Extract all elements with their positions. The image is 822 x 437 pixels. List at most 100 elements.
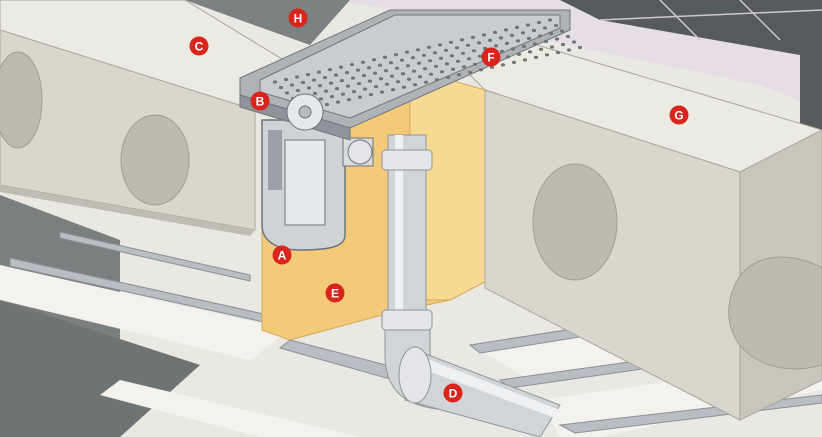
grate-hole (438, 56, 444, 60)
grate-hole (559, 29, 565, 33)
callout-c-marker (189, 36, 209, 56)
callout-b: B (250, 91, 270, 111)
grate-hole (372, 71, 378, 75)
joist-right-hole-edge (728, 256, 822, 370)
floor-board (100, 380, 360, 437)
grate-hole (311, 78, 317, 82)
grate-hole (461, 65, 467, 69)
grate-hole (444, 62, 450, 66)
grate-hole (377, 63, 383, 67)
grate-hole (543, 39, 549, 44)
grate-hole (306, 86, 312, 90)
grate-hole (340, 92, 346, 96)
grate-hole (411, 69, 417, 73)
tile-grout (739, 0, 781, 41)
grate-hole (289, 83, 295, 87)
grate-hole (394, 66, 400, 70)
grate-hole (466, 57, 472, 61)
grate-hole (300, 80, 306, 85)
grate-hole (449, 54, 455, 58)
grate-hole (525, 23, 531, 27)
grate-hole (294, 75, 300, 79)
grate-hole (531, 28, 537, 33)
drain-channel (239, 9, 583, 141)
grate-hole (520, 31, 526, 35)
grate-hole (366, 66, 372, 70)
grate-hole (460, 51, 466, 55)
grate-hole (312, 91, 318, 96)
grate-hole (333, 73, 339, 77)
grate-hole (450, 67, 456, 71)
grate-hole (544, 53, 550, 57)
callout-h: H (288, 8, 308, 28)
grate-hole (371, 58, 377, 62)
grate-hole (448, 40, 454, 44)
callout-a-marker (272, 245, 292, 265)
grate-hole (472, 62, 478, 66)
grate-hole (412, 83, 418, 87)
joist-left-underside (0, 185, 255, 236)
joist-right-hole (532, 163, 618, 281)
grate-hole (526, 36, 532, 41)
grate-hole (548, 31, 554, 36)
callout-b-marker (250, 91, 270, 111)
grate-hole (504, 41, 510, 46)
grate-hole (489, 65, 495, 69)
grate-hole (357, 95, 363, 99)
grate-hole (423, 80, 429, 84)
grate-hole (349, 63, 355, 67)
callout-g-marker (669, 105, 689, 125)
grate-hole (345, 84, 351, 88)
pipe-vertical-highlight (395, 135, 403, 350)
callout-d-marker (443, 383, 463, 403)
grate-hole (317, 84, 323, 88)
trap-cutaway (268, 130, 282, 190)
grate-hole (384, 82, 390, 86)
joist-left-hole-edge (0, 51, 43, 149)
callouts: A B C D E F G H (189, 8, 689, 403)
tile-grout (659, 0, 701, 41)
callout-c: C (189, 36, 209, 56)
pipe-joint (398, 346, 432, 404)
trap-strainer-center (298, 105, 312, 119)
grate-hole (367, 79, 373, 83)
grate-hole (537, 34, 543, 38)
grate-holes (272, 18, 583, 112)
grate-hole (532, 42, 538, 46)
callout-a: A (272, 245, 292, 265)
grate-hole (553, 23, 559, 28)
grate-hole (422, 67, 428, 71)
tile-grout (599, 9, 822, 21)
callout-g-label: G (674, 109, 683, 123)
callout-e-label: E (331, 287, 339, 301)
trap-inner (284, 139, 326, 226)
callout-e-marker (325, 283, 345, 303)
grate-hole (401, 85, 407, 89)
grate-hole (318, 97, 324, 101)
grate-hole (368, 93, 374, 97)
grate-hole (426, 45, 432, 49)
callout-g: G (669, 105, 689, 125)
top-tile-strip (185, 0, 350, 45)
grate-hole (428, 72, 434, 76)
grate-hole (481, 33, 487, 37)
grate-hole (560, 42, 566, 47)
grate-hole (542, 26, 548, 30)
callout-f-marker (481, 47, 501, 67)
grate-hole (503, 28, 509, 32)
callout-d-label: D (449, 387, 458, 401)
grate-hole (400, 72, 406, 76)
grate-hole (305, 73, 311, 77)
grate-hole (322, 76, 328, 80)
grate-hole (445, 75, 451, 79)
grate-hole (283, 77, 289, 82)
grate-hole (338, 65, 344, 69)
trap-outlet-ring (347, 139, 373, 165)
grate-hole (389, 74, 395, 78)
grate-hole (510, 47, 516, 51)
grate-hole (284, 91, 290, 95)
grate-hole (324, 102, 330, 107)
grate-hole (500, 63, 506, 67)
grate-hole (378, 77, 384, 81)
grate-hole (388, 61, 394, 65)
